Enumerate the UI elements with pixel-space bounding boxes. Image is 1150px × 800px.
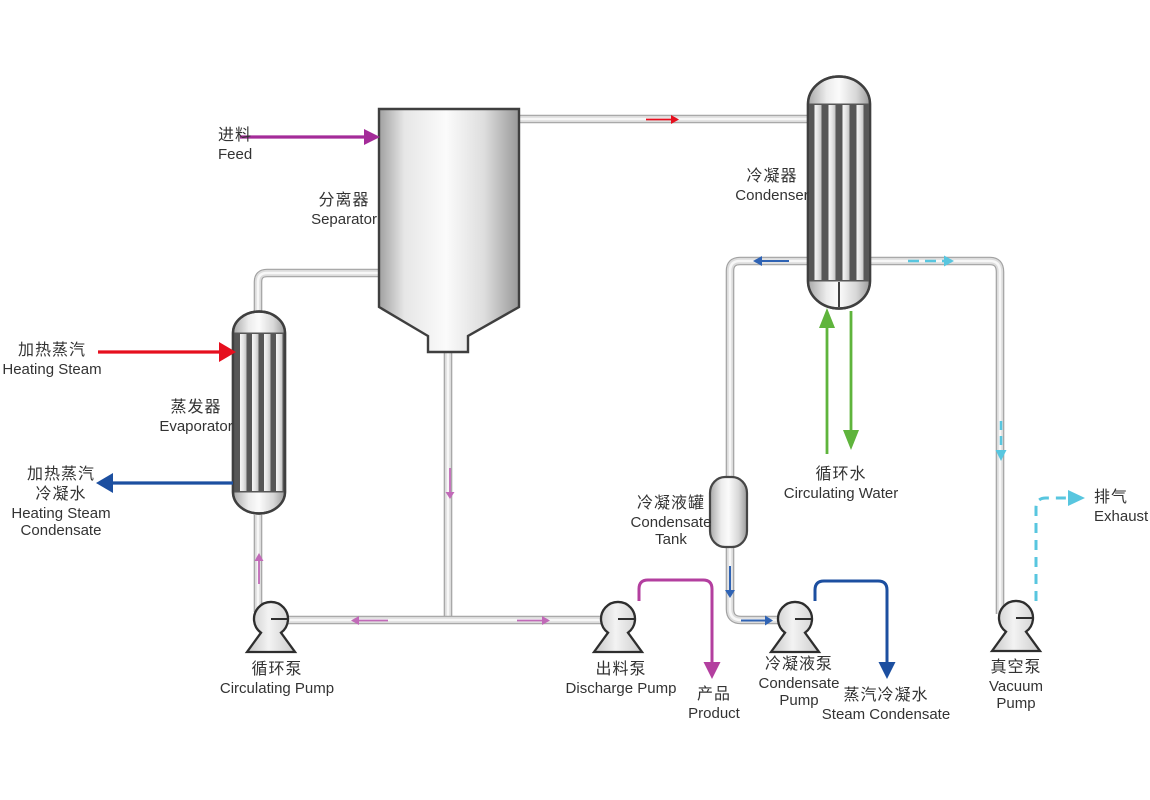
circulating-water-in-arrow	[819, 308, 835, 454]
heating-steam-condensate-arrow	[96, 473, 233, 493]
label-condensate-tank-en2: Tank	[655, 531, 687, 548]
label-heating-steam-condensate-zh2: 冷凝水	[35, 486, 87, 503]
label-heating-steam-zh: 加热蒸汽	[17, 342, 86, 359]
separator-vessel	[377, 107, 521, 354]
label-circulating-pump-en: Circulating Pump	[219, 680, 335, 697]
label-vacuum-pump-en1: Vacuum	[989, 678, 1043, 695]
pipe-network	[253, 114, 1005, 625]
separator-body	[377, 107, 521, 354]
label-evaporator-en: Evaporator	[159, 418, 233, 435]
label-exhaust-en: Exhaust	[1094, 508, 1149, 525]
label-condensate-tank-zh: 冷凝液罐	[636, 495, 705, 512]
label-separator-en: Separator	[311, 211, 377, 228]
condenser-vessel	[806, 75, 872, 310]
label-evaporator-zh: 蒸发器	[170, 399, 222, 416]
flow-marker-separator-outlet	[445, 468, 455, 499]
label-circulating-water-en: Circulating Water	[783, 485, 899, 502]
label-exhaust: 排气 Exhaust	[1094, 488, 1148, 525]
flow-marker-to-evaporator	[254, 553, 264, 584]
flow-marker-vapor-to-vacuum	[908, 255, 954, 267]
label-condensate-pump-en1: Condensate	[758, 675, 840, 692]
label-condensate-pump-zh: 冷凝液泵	[764, 656, 833, 673]
label-heating-steam-en: Heating Steam	[2, 361, 102, 378]
heating-steam-arrow	[98, 342, 236, 362]
label-condensate-pump-en2: Pump	[779, 692, 819, 709]
label-circulating-water: 循环水 Circulating Water	[776, 465, 906, 502]
evaporator-tubes	[240, 334, 283, 491]
label-discharge-pump: 出料泵 Discharge Pump	[556, 660, 686, 697]
flow-marker-tank-outlet	[725, 566, 735, 598]
circulating-pump-symbol	[244, 600, 298, 654]
condenser-outline	[806, 75, 872, 310]
discharge-pump-symbol	[591, 600, 645, 654]
label-discharge-pump-zh: 出料泵	[595, 661, 647, 678]
flow-marker-condensate-to-tank	[753, 256, 789, 266]
label-feed-zh: 进料	[218, 127, 253, 144]
label-heating-steam-condensate-en2: Condensate	[20, 522, 102, 539]
label-heating-steam-condensate-en1: Heating Steam	[11, 505, 111, 522]
evaporator-outline	[231, 310, 287, 515]
label-condensate-tank: 冷凝液罐 Condensate Tank	[621, 494, 721, 548]
label-steam-condensate-zh: 蒸汽冷凝水	[843, 687, 929, 704]
condensate-pump-symbol	[768, 600, 822, 654]
label-condensate-pump: 冷凝液泵 Condensate Pump	[746, 655, 852, 709]
label-separator: 分离器 Separator	[294, 191, 394, 228]
condenser-tubes	[814, 105, 864, 280]
label-condenser: 冷凝器 Condenser	[722, 167, 822, 204]
flow-marker-header-left	[351, 616, 388, 625]
evaporator-vessel	[231, 310, 287, 515]
steam-condensate-arrow	[813, 579, 896, 679]
label-product-en: Product	[688, 705, 740, 722]
label-condenser-en: Condenser	[735, 187, 809, 204]
label-circulating-pump-zh: 循环泵	[251, 661, 303, 678]
label-feed-en: Feed	[218, 146, 253, 163]
label-circulating-pump: 循环泵 Circulating Pump	[212, 660, 342, 697]
label-feed: 进料 Feed	[218, 126, 252, 163]
flow-marker-header-right	[517, 616, 550, 625]
product-arrow	[637, 578, 721, 679]
label-product-zh: 产品	[696, 686, 731, 703]
label-evaporator: 蒸发器 Evaporator	[146, 398, 246, 435]
label-vacuum-pump: 真空泵 Vacuum Pump	[966, 658, 1066, 712]
label-heating-steam: 加热蒸汽 Heating Steam	[2, 341, 102, 378]
label-circulating-water-zh: 循环水	[815, 466, 867, 483]
label-steam-condensate: 蒸汽冷凝水 Steam Condensate	[811, 686, 961, 723]
label-vacuum-pump-zh: 真空泵	[990, 659, 1042, 676]
flow-marker-vapor-to-condenser	[646, 115, 679, 124]
feed-arrow	[240, 129, 380, 145]
label-vacuum-pump-en2: Pump	[996, 695, 1036, 712]
pipe-condenser-to-vacuum-pump	[869, 256, 1005, 614]
circulating-water-out-arrow	[843, 311, 859, 450]
label-heating-steam-condensate-zh1: 加热蒸汽	[26, 466, 95, 483]
flow-marker-to-condensate-pump	[741, 615, 773, 626]
label-discharge-pump-en: Discharge Pump	[565, 680, 677, 697]
pipe-condenser-to-condensate-pump	[725, 256, 809, 625]
vacuum-pump-symbol	[989, 599, 1043, 653]
flow-marker-vacuum-line-down	[995, 421, 1007, 461]
label-exhaust-zh: 排气	[1094, 489, 1129, 506]
label-separator-zh: 分离器	[318, 192, 370, 209]
condensate-tank-vessel	[708, 475, 749, 549]
label-condenser-zh: 冷凝器	[746, 168, 798, 185]
label-condensate-tank-en1: Condensate	[630, 514, 712, 531]
pipe-evaporator-to-separator	[253, 268, 379, 311]
exhaust-arrow	[1034, 490, 1085, 601]
label-product: 产品 Product	[674, 685, 754, 722]
label-steam-condensate-en: Steam Condensate	[821, 706, 951, 723]
label-heating-steam-condensate: 加热蒸汽 冷凝水 Heating Steam Condensate	[11, 465, 111, 539]
